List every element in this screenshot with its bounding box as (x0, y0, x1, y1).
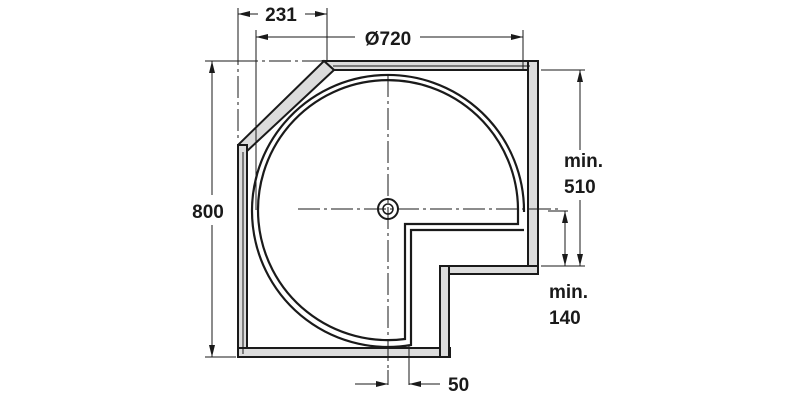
cabinet-panels (237, 59, 539, 358)
dim-140-min-label: min. (549, 282, 588, 303)
dimension-min-510: min. 510 (541, 69, 603, 267)
dim-50-label: 50 (448, 375, 469, 396)
kidney-tray (250, 73, 526, 349)
dim-720-label: Ø720 (365, 29, 411, 50)
dimension-231: 231 (237, 5, 328, 60)
dim-510-min-label: min. (564, 151, 603, 172)
dimension-min-140: min. 140 (548, 210, 588, 329)
dimension-50: 50 (355, 345, 469, 396)
dimension-800: 800 (192, 60, 236, 358)
dim-800-label: 800 (192, 202, 224, 223)
dim-231-label: 231 (265, 5, 297, 26)
dim-510-value: 510 (564, 177, 596, 198)
dimension-diameter: Ø720 (255, 29, 524, 210)
dim-140-value: 140 (549, 308, 581, 329)
